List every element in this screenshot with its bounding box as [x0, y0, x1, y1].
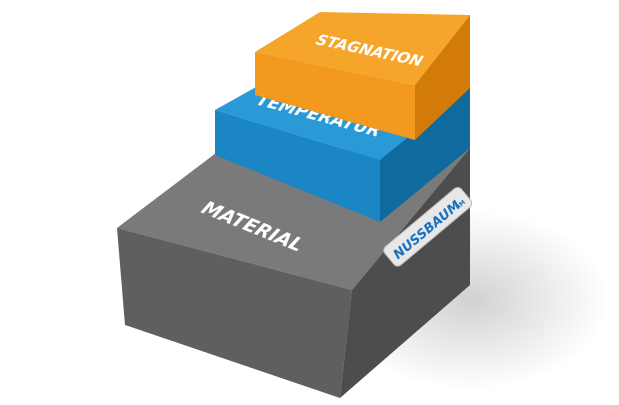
stagnation-block: STAGNATION — [255, 12, 470, 140]
